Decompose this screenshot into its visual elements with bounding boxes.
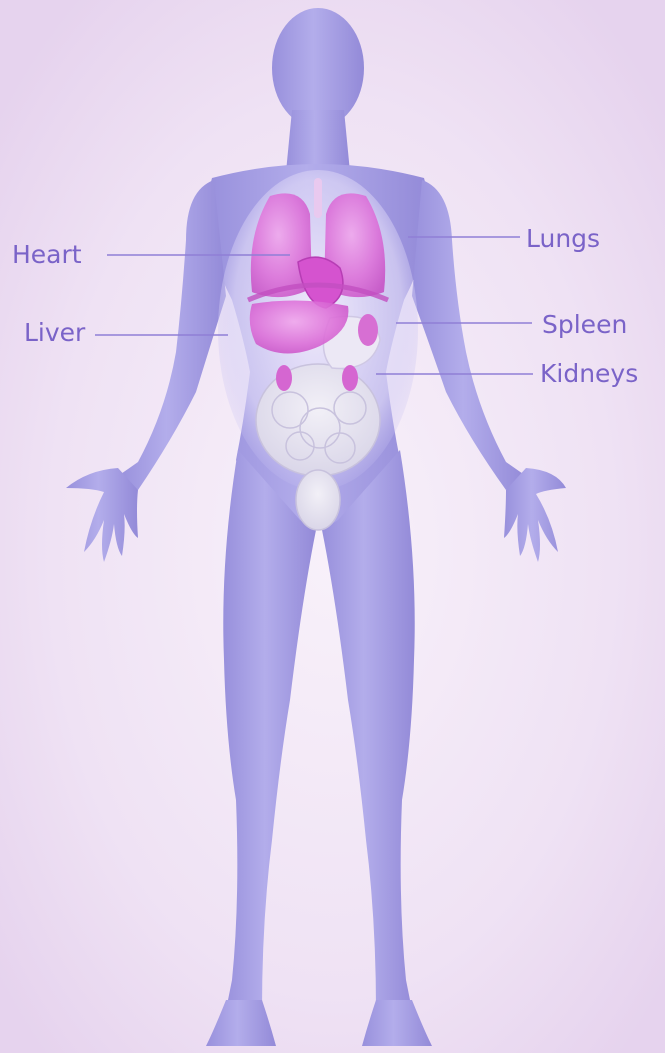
left-kidney xyxy=(276,365,292,391)
trachea xyxy=(314,178,322,218)
lungs-label: Lungs xyxy=(526,224,600,254)
liver-label: Liver xyxy=(24,318,85,348)
right-kidney xyxy=(342,365,358,391)
heart-label: Heart xyxy=(12,240,82,270)
spleen xyxy=(358,314,378,346)
spleen-label: Spleen xyxy=(542,310,627,340)
kidneys-label: Kidneys xyxy=(540,359,638,389)
